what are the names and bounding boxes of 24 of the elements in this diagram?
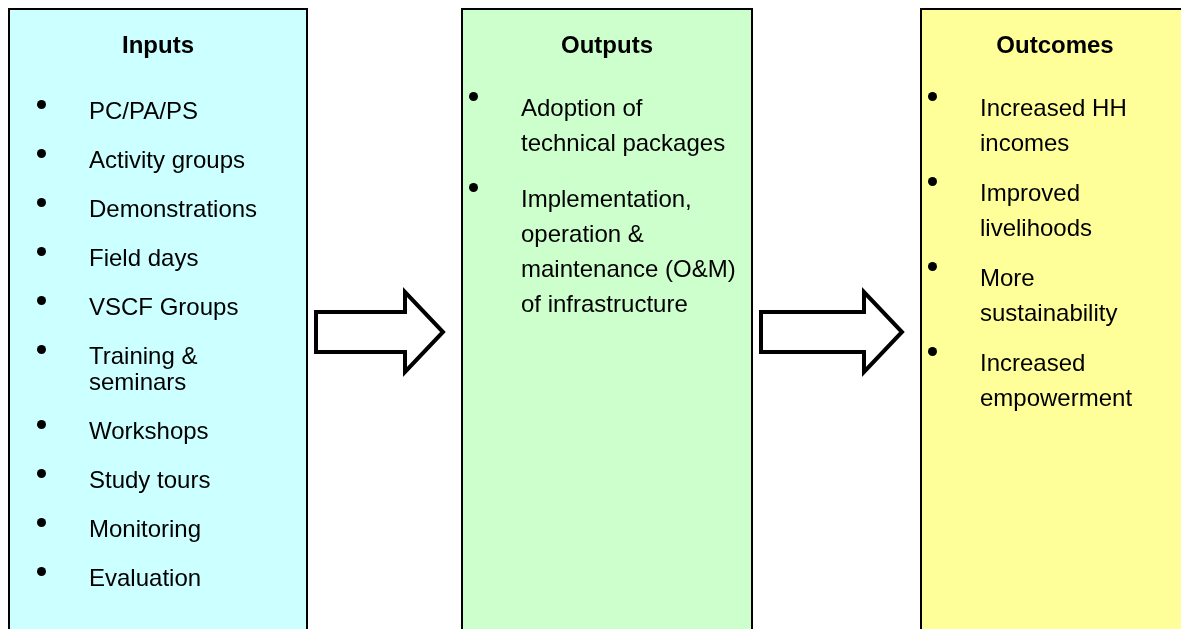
list-item: Adoption of technical packages (521, 93, 727, 158)
list-item: Increased empowerment (980, 348, 1134, 413)
column-box (8, 8, 308, 629)
list-item: Evaluation (89, 565, 203, 591)
list-item: Improved livelihoods (980, 178, 1094, 243)
list-item: More sustainability (980, 263, 1119, 328)
block-arrow (759, 287, 905, 377)
list-item: Workshops (89, 418, 210, 444)
list-item: Demonstrations (89, 196, 259, 222)
list-item: Activity groups (89, 147, 247, 173)
column-heading: Outcomes (995, 30, 1115, 60)
list-item: VSCF Groups (89, 294, 240, 320)
list-item: Training & seminars (89, 343, 199, 395)
column-box (461, 8, 753, 629)
column-box (920, 8, 1181, 629)
column-heading: Inputs (121, 30, 195, 60)
column-heading: Outputs (560, 30, 654, 60)
list-item: Increased HH incomes (980, 93, 1128, 158)
list-item: Study tours (89, 467, 212, 493)
list-item: Monitoring (89, 516, 203, 542)
list-item: Implementation, operation & maintenance (O&M) of infrastructure (521, 184, 736, 319)
list-item: Field days (89, 245, 200, 271)
block-arrow (314, 287, 446, 377)
list-item: PC/PA/PS (89, 98, 199, 124)
